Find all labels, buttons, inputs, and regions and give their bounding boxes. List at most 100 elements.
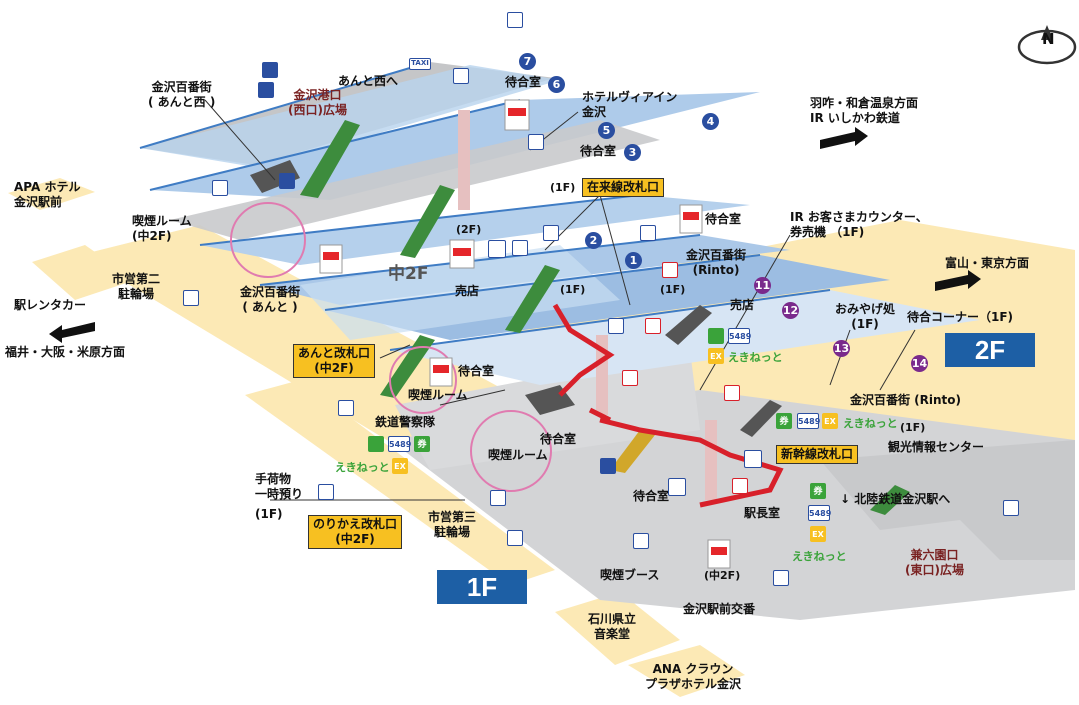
track-number-2: 2 [585,232,602,249]
track-number-7: 7 [519,53,536,70]
locker-icon-6 [507,530,523,546]
left-low-strip [245,380,555,585]
label-hokuriku: ↓ 北陸鉄道金沢駅へ [840,492,951,506]
label-waiting-6: 待合室 [505,75,542,89]
track-number-5: 5 [598,122,615,139]
label-rental: 駅レンタカー [14,298,87,312]
escalator-3 [505,265,560,333]
label-ekinet-1f: (1F) [900,421,926,434]
track-number-3: 3 [624,144,641,161]
locker-icon-7 [633,533,649,549]
floor-badge-1f: 1F [437,570,527,604]
leader-8 [439,389,506,406]
floor-label-mid: 中2F [388,264,429,284]
smoking-circle-2 [389,346,457,414]
label-hotel-via: ホテルヴィアイン金沢 [582,90,678,119]
label-ishikawa: 石川県立音楽堂 [588,612,637,641]
label-police: 鉄道警察隊 [375,415,436,429]
label-koban: 金沢駅前交番 [683,602,756,616]
pillar-3 [705,420,717,500]
aed-icon-1 [662,262,678,278]
seven-eleven-band-3 [683,212,699,220]
arrow-west [49,322,95,343]
escalator-1 [300,120,360,198]
arrow-east-right [935,270,981,291]
label-1f-small: (1F) [550,181,576,194]
label-smoking-2f: 喫煙ルーム(中2F) [132,214,192,243]
floor-badge-2f: 2F [945,333,1035,367]
leader-5 [699,234,791,391]
label-anto-nishi-he: あんと西へ [338,74,399,88]
shinkansen-gate-label: 新幹線改札口 [776,445,859,464]
label-machiai-corner: 待合コーナー（1F) [907,310,1014,324]
north-pointer [1041,25,1053,40]
ekinet-mark-3: えきねっと [843,417,898,430]
ishikawa-building [555,592,680,665]
track-number-13: 13 [833,340,850,357]
aed-icon-4 [724,385,740,401]
taxi-icon-2 [773,570,789,586]
label-2f-small: (2F) [456,223,482,236]
locker-icon-2 [183,290,199,306]
leader-1 [204,99,276,181]
wifi-icon-1 [488,240,506,258]
elevator-icon-1 [453,68,469,84]
label-waiting-3: 待合室 [580,144,617,158]
seven-eleven-band-1 [508,108,526,116]
escalator-6 [870,485,910,515]
service-5489-1: 5489 [728,328,751,344]
label-ir-counter: IR お客さまカウンター、券売機 （1F) [790,210,928,239]
track-number-14: 14 [911,355,928,372]
platform-6 [140,65,560,168]
wifi-icon-2 [668,478,686,496]
ticket-machine-icon-1 [708,328,724,344]
label-shiei2: 市営第二駐輪場 [112,272,161,301]
smoking-circle-1 [230,202,306,278]
label-waiting-top: 待合室 [705,212,742,226]
pillar-1 [458,110,470,210]
label-fukui: 福井・大阪・米原方面 [5,345,126,359]
escalator-5 [610,430,655,473]
label-1f-shop: (1F) [560,283,586,296]
rental-building [32,245,135,300]
leader-9 [829,329,851,386]
ana-building [628,645,745,697]
label-waiting-mid: 待合室 [458,364,495,378]
service-5489-4: 5489 [808,505,831,521]
label-rinto-1f: (1F) [660,283,686,296]
label-kanko: 観光情報センター [888,440,985,454]
platform-3 [170,120,660,240]
wheelchair-icon-2 [600,458,616,474]
label-smoking-center: 喫煙ルーム [488,448,548,462]
seven-eleven-band-6 [711,547,727,555]
leader-10 [879,329,916,391]
track-number-4: 4 [702,113,719,130]
track-number-12: 12 [782,302,799,319]
label-waiting-low: 待合室 [633,489,670,503]
wheelchair-icon [262,62,278,78]
elevator-icon-5 [608,318,624,334]
ex-mark-2: EX [392,458,408,474]
ekinet-mark-4: えきねっと [792,550,847,563]
seven-eleven-band-4 [323,252,339,260]
anto-gate-label: あんと改札口(中2F) [293,344,376,378]
label-hyakuban-anto: 金沢百番街( あんと ) [240,285,301,314]
ex-mark-3: EX [822,413,838,429]
leader-4 [599,194,631,306]
label-kenroku: 兼六園口(東口)広場 [905,548,964,577]
track-number-11: 11 [754,277,771,294]
track-number-1: 1 [625,252,642,269]
stairs-1 [250,160,300,193]
label-tenimotsu: 手荷物一時預り [255,472,304,501]
route-2 [599,417,784,508]
bus-icon [507,12,523,28]
edge-4 [259,234,701,286]
ticket-machine-icon-2 [368,436,384,452]
locker-icon-1 [212,180,228,196]
label-omiyage: おみやげ処(1F) [835,302,896,331]
label-waiting-center: 待合室 [540,432,577,446]
label-apa-hotel: APA ホテル金沢駅前 [14,180,81,209]
aed-icon-2 [645,318,661,334]
